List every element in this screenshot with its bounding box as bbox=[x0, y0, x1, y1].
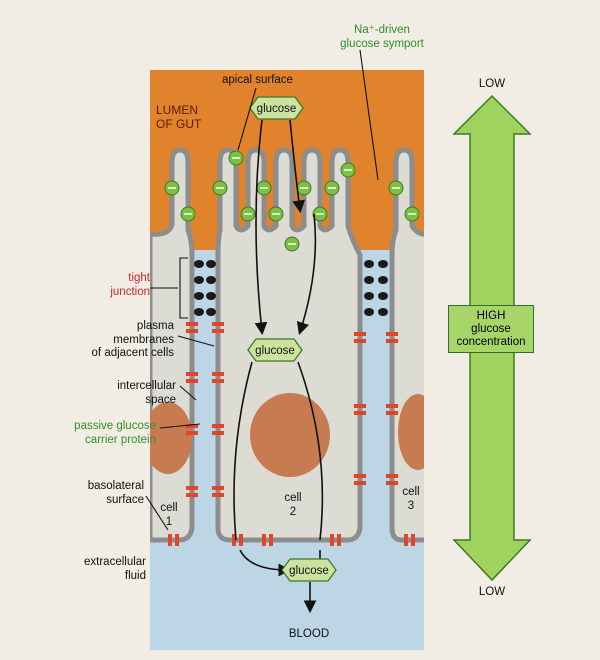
glucose-cell: glucose bbox=[247, 338, 303, 362]
glucose-lumen-label: glucose bbox=[257, 103, 297, 115]
intercellular-space-right bbox=[360, 250, 392, 540]
passive-carriers bbox=[168, 322, 415, 546]
symporters bbox=[164, 150, 420, 252]
nucleus-cell-2 bbox=[250, 393, 330, 477]
intercellular-space-left bbox=[192, 250, 218, 540]
symporter-marks bbox=[168, 157, 416, 245]
gradient-low-bottom-label: LOW bbox=[478, 586, 506, 598]
gradient-low-top-label: LOW bbox=[478, 78, 506, 90]
nucleus-cell-3 bbox=[398, 394, 424, 470]
nucleus-cell-1 bbox=[150, 402, 192, 474]
leader-lines bbox=[145, 49, 379, 531]
glucose-fluid-label: glucose bbox=[289, 565, 329, 577]
glucose-fluid: glucose bbox=[281, 558, 337, 582]
blood-label: BLOOD bbox=[288, 628, 330, 640]
apical-surface-label: apical surface bbox=[222, 74, 293, 86]
glucose-cell-label: glucose bbox=[255, 345, 295, 357]
tight-junction-dots bbox=[194, 260, 388, 316]
extracellular-fluid bbox=[150, 530, 424, 650]
glucose-lumen: glucose bbox=[249, 96, 304, 120]
